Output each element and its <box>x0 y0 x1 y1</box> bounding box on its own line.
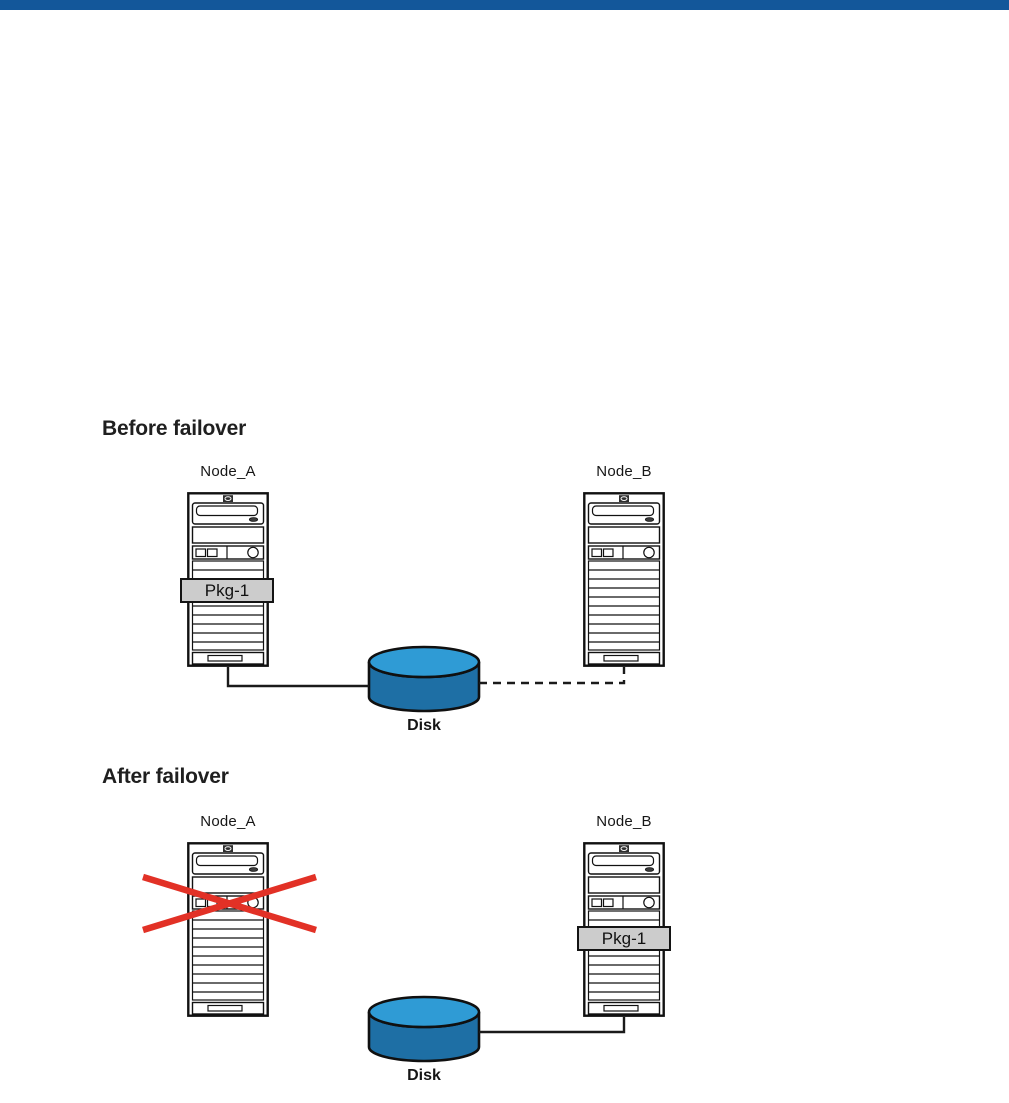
connection-node-a-to-disk-before <box>226 667 369 688</box>
disk-cylinder-top <box>367 995 481 1029</box>
node-b-label-after: Node_B <box>596 813 652 830</box>
shared-disk-icon-before <box>367 645 481 713</box>
top-accent-bar <box>0 0 1009 10</box>
node-a-label-before: Node_A <box>200 463 256 480</box>
node-a-label-after: Node_A <box>200 813 256 830</box>
package-badge-before: Pkg-1 <box>180 578 274 603</box>
disk-label-before: Disk <box>407 717 441 734</box>
before-section-title: Before failover <box>102 417 247 440</box>
disk-label-after: Disk <box>407 1067 441 1084</box>
connection-node-b-to-disk-after <box>479 1017 626 1034</box>
shared-disk-icon-after <box>367 995 481 1063</box>
node-a-server-icon-after <box>187 842 269 1017</box>
standby-connection-node-b-to-disk-before <box>479 667 626 685</box>
node-b-label-before: Node_B <box>596 463 652 480</box>
after-section-title: After failover <box>102 765 229 788</box>
package-badge-after: Pkg-1 <box>577 926 671 951</box>
disk-cylinder-top <box>367 645 481 679</box>
node-b-server-icon-before <box>583 492 665 667</box>
